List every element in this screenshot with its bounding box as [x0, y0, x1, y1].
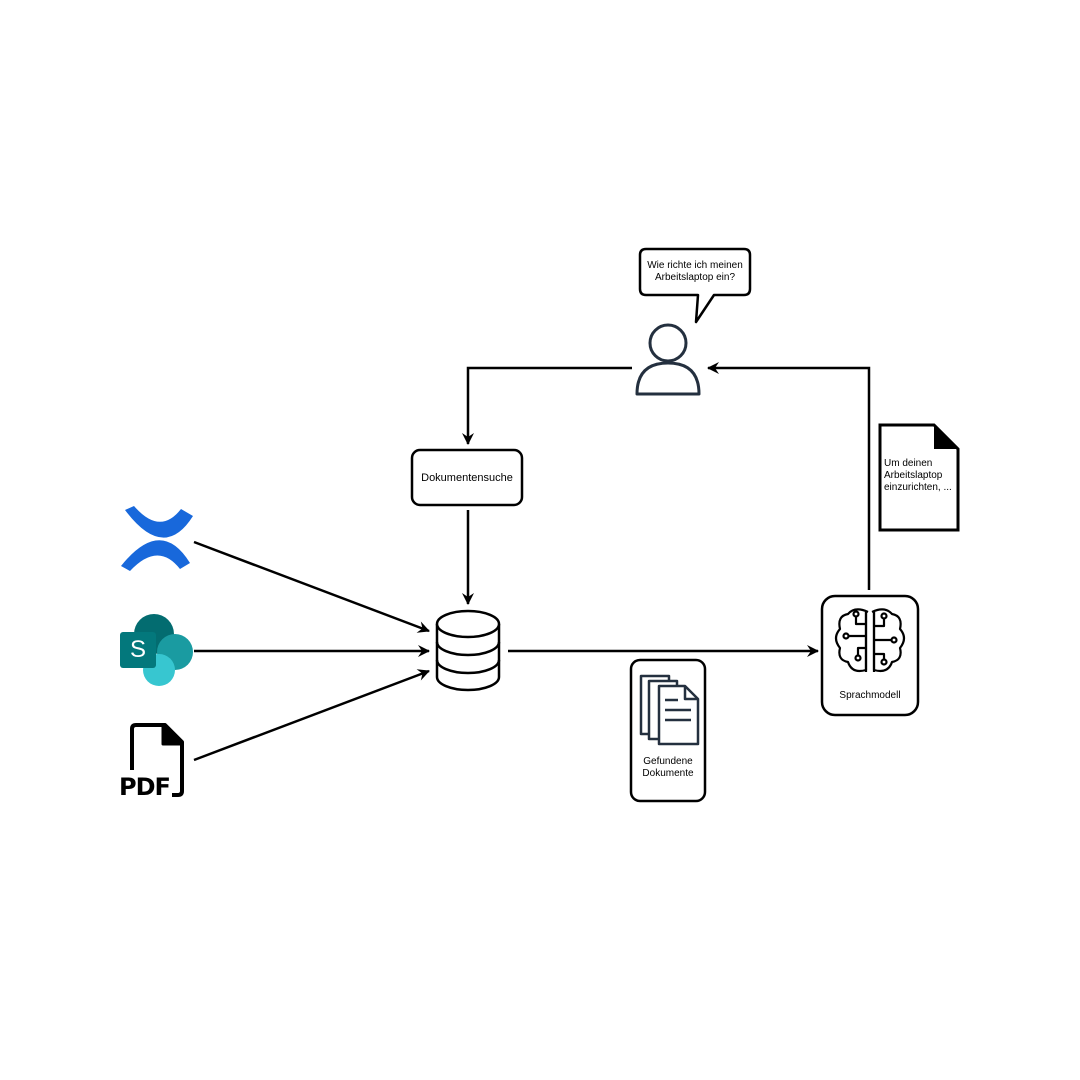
arrow-model-to-user — [707, 362, 871, 590]
speech-bubble — [638, 247, 752, 324]
question-line-2: Arbeitslaptop ein? — [654, 272, 736, 283]
sharepoint-letter: S — [130, 636, 147, 663]
confluence-icon — [121, 506, 193, 571]
pdf-icon — [130, 723, 184, 797]
answer-document-corner — [934, 425, 958, 449]
question-bubble-text: Wie richte ich meinen Arbeitslaptop ein? — [640, 249, 750, 295]
found-documents-label: Gefundene Dokumente — [631, 756, 705, 780]
brain-icon — [834, 608, 906, 673]
pdf-label: PDF — [119, 773, 171, 801]
answer-line-2: Arbeitslaptop — [884, 470, 943, 481]
connectors — [193, 362, 871, 762]
arrow-pdf-to-database — [193, 669, 430, 762]
found-documents-line-2: Dokumente — [642, 768, 694, 779]
question-line-1: Wie richte ich meinen — [647, 260, 743, 271]
search-label: Dokumentensuche — [421, 471, 513, 484]
answer-line-3: einzurichten, ... — [884, 482, 952, 493]
sharepoint-icon — [120, 614, 193, 686]
documents-icon — [639, 674, 700, 746]
found-documents-line-1: Gefundene — [643, 756, 693, 767]
user-icon — [635, 323, 701, 396]
answer-document — [878, 423, 960, 532]
arrow-confluence-to-database — [193, 540, 430, 633]
database-icon — [435, 609, 501, 692]
arrow-user-to-search — [462, 366, 632, 445]
answer-text: Um deinen Arbeitslaptop einzurichten, ..… — [884, 458, 956, 494]
search-box — [410, 448, 524, 507]
answer-line-1: Um deinen — [884, 458, 933, 469]
language-model-label: Sprachmodell — [839, 690, 901, 701]
language-model-box — [820, 594, 920, 717]
